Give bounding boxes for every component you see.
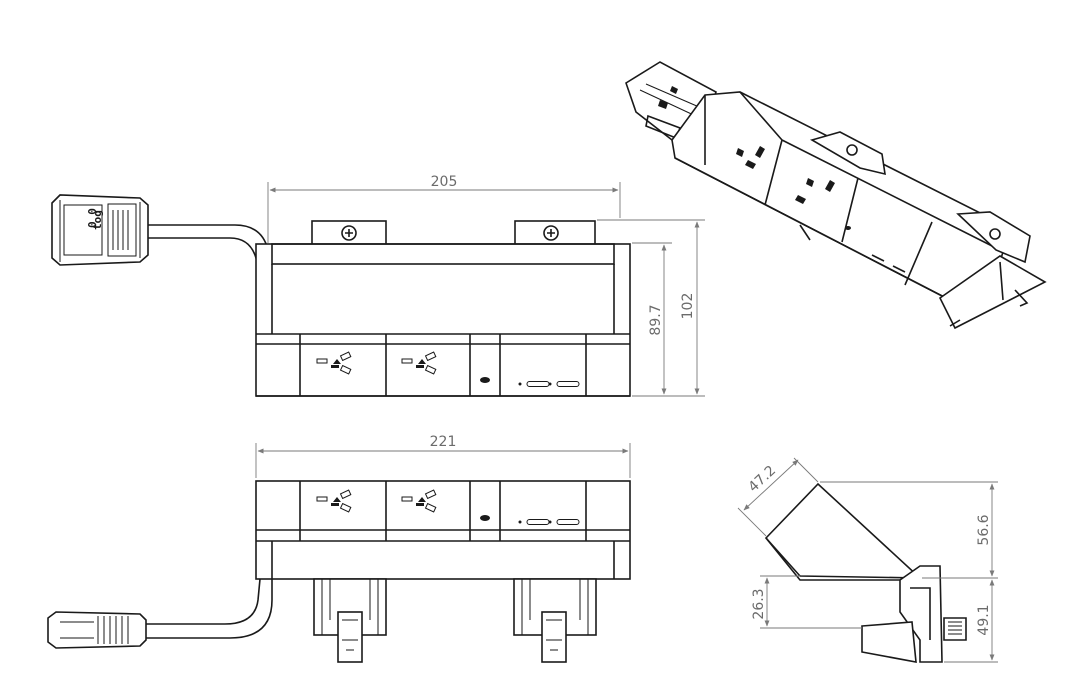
connector-plug: tog 0 0 <box>51 194 149 266</box>
power-cable <box>148 224 273 263</box>
dimension-221: 221 <box>255 434 631 478</box>
dimension-89-7-label: 89.7 <box>648 304 664 335</box>
power-module-bottom <box>255 480 631 580</box>
connector-brand-label: tog <box>91 210 104 230</box>
dimension-49-1-label: 49.1 <box>976 604 992 635</box>
dimension-102: 102 <box>597 219 705 397</box>
isometric-view <box>625 61 1047 330</box>
power-module-front <box>255 243 631 397</box>
dimension-49-1: 49.1 <box>944 579 998 663</box>
dimension-56-6: 56.6 <box>820 481 998 579</box>
dimension-26-3: 26.3 <box>751 575 862 629</box>
clamp-left <box>313 578 387 663</box>
clamp-right <box>513 578 597 663</box>
dimension-47-2-label: 47.2 <box>745 463 779 496</box>
dimension-26-3-label: 26.3 <box>751 588 767 619</box>
front-view: tog 0 0 <box>51 174 705 397</box>
dimension-56-6-label: 56.6 <box>976 514 992 545</box>
connector-code-label: 0 0 <box>86 208 99 228</box>
dimension-205: 205 <box>267 174 621 243</box>
dimension-89-7: 89.7 <box>632 242 672 397</box>
side-view: 47.2 56.6 49.1 26.3 <box>737 457 998 663</box>
dimension-102-label: 102 <box>680 293 696 320</box>
iso-outlets <box>736 146 906 273</box>
dimension-221-label: 221 <box>430 434 457 450</box>
indicator-led <box>480 377 490 383</box>
connector-plug-bottom <box>47 611 147 649</box>
power-cable-bottom <box>140 578 261 625</box>
bottom-view: 221 <box>47 434 631 663</box>
indicator-led-bottom <box>480 515 490 521</box>
dimension-205-label: 205 <box>431 174 458 190</box>
